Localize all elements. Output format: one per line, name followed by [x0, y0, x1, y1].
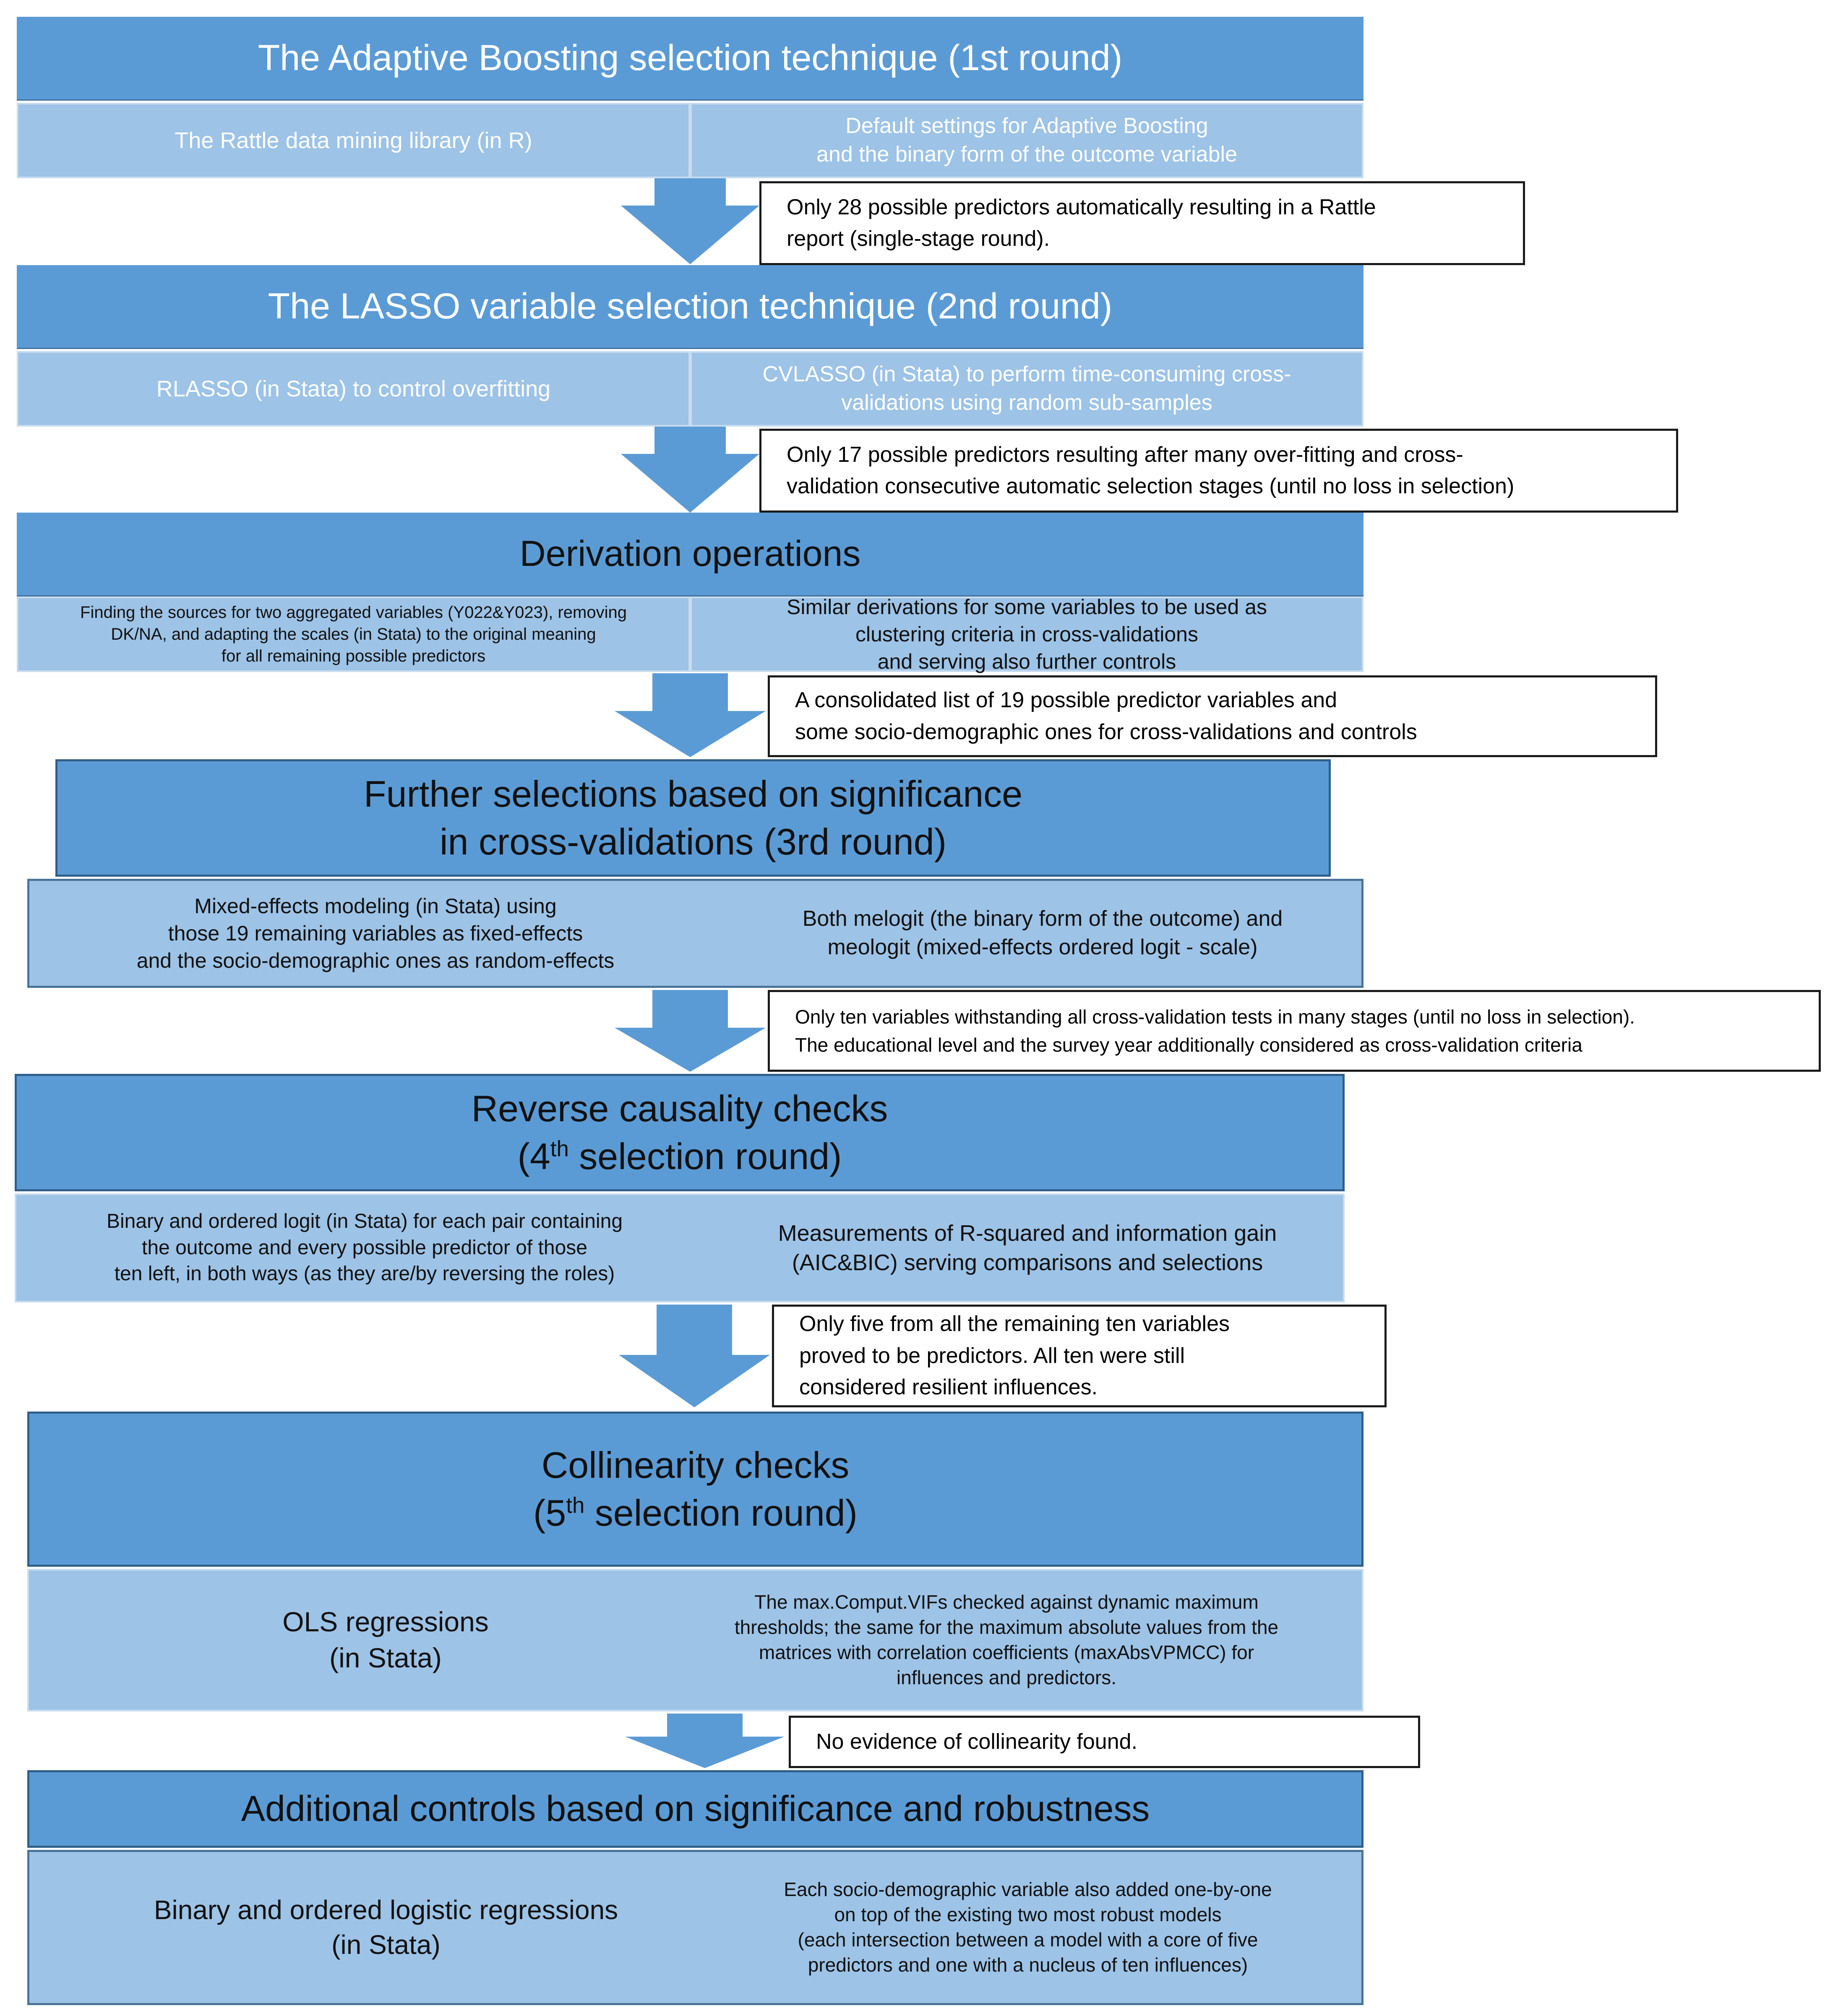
- derivation-title: Derivation operations: [519, 533, 861, 574]
- round3-header: Further selections based on significance…: [55, 759, 1331, 877]
- round5-title-line-2: (5th selection round): [533, 1492, 858, 1534]
- round5-note-line-1: No evidence of collinearity found.: [816, 1729, 1138, 1754]
- round1-note-line-1: Only 28 possible predictors automaticall…: [787, 195, 1376, 219]
- round1-note-line-2: report (single-stage round).: [787, 227, 1050, 251]
- round4-right-line-2: (AIC&BIC) serving comparisons and select…: [792, 1250, 1263, 1275]
- derivation-right-line-3: and serving also further controls: [877, 649, 1176, 673]
- round4-header: Reverse causality checks (4th selection …: [15, 1074, 1345, 1191]
- down-arrow-5: [619, 1305, 770, 1407]
- down-arrow-1: [621, 178, 759, 264]
- round5-left-line-1: OLS regressions: [282, 1606, 489, 1638]
- down-arrow-3: [615, 673, 766, 757]
- round4-title-line-2: (4th selection round): [517, 1136, 842, 1177]
- derivation-note-line-2: some socio-demographic ones for cross-va…: [795, 719, 1417, 744]
- round3-right-text: Both melogit (the binary form of the out…: [722, 881, 1364, 986]
- round4-note: Only five from all the remaining ten var…: [772, 1305, 1387, 1407]
- round2-left-box: RLASSO (in Stata) to control overfitting: [17, 351, 690, 427]
- derivation-left-line-1: Finding the sources for two aggregated v…: [80, 603, 627, 622]
- round5-header: Collinearity checks (5th selection round…: [27, 1412, 1364, 1567]
- round3-right-line-1: Both melogit (the binary form of the out…: [802, 906, 1283, 931]
- round5-right-line-4: influences and predictors.: [896, 1666, 1117, 1688]
- derivation-header: Derivation operations: [17, 513, 1364, 596]
- round5-left-line-2: (in Stata): [329, 1642, 442, 1673]
- round3-title-line-1: Further selections based on significance: [363, 773, 1023, 815]
- round4-right-line-1: Measurements of R-squared and informatio…: [778, 1220, 1277, 1246]
- round3-title-line-2: in cross-validations (3rd round): [439, 821, 947, 862]
- round1-header: The Adaptive Boosting selection techniqu…: [17, 17, 1364, 101]
- additional-right-line-3: (each intersection between a model with …: [798, 1929, 1258, 1951]
- down-arrow-4: [615, 990, 766, 1072]
- round5-body: OLS regressions (in Stata) The max.Compu…: [27, 1569, 1364, 1711]
- additional-right-line-1: Each socio-demographic variable also add…: [784, 1878, 1272, 1901]
- derivation-right-box: Similar derivations for some variables t…: [690, 595, 1364, 673]
- round2-right-line-1: CVLASSO (in Stata) to perform time-consu…: [762, 362, 1291, 387]
- round2-note-line-1: Only 17 possible predictors resulting af…: [787, 442, 1463, 467]
- round3-note-line-1: Only ten variables withstanding all cros…: [795, 1005, 1635, 1028]
- round3-note: Only ten variables withstanding all cros…: [768, 990, 1821, 1072]
- round4-note-line-2: proved to be predictors. All ten were st…: [799, 1343, 1185, 1368]
- additional-header: Additional controls based on significanc…: [27, 1770, 1364, 1848]
- round2-title: The LASSO variable selection technique (…: [268, 286, 1113, 326]
- additional-right-line-4: predictors and one with a nucleus of ten…: [808, 1953, 1248, 1976]
- round2-right-box: CVLASSO (in Stata) to perform time-consu…: [690, 351, 1364, 427]
- round4-left-line-3: ten left, in both ways (as they are/by r…: [114, 1263, 615, 1285]
- additional-left-line-2: (in Stata): [331, 1930, 441, 1960]
- round3-left-line-3: and the socio-demographic ones as random…: [136, 948, 615, 972]
- round1-right-line-1: Default settings for Adaptive Boosting: [845, 114, 1208, 138]
- derivation-right-line-2: clustering criteria in cross-validations: [855, 622, 1198, 646]
- round1-right-box: Default settings for Adaptive Boosting a…: [690, 103, 1364, 178]
- derivation-left-box: Finding the sources for two aggregated v…: [17, 596, 690, 672]
- round5-right-line-3: matrices with correlation coefficients (…: [759, 1641, 1254, 1663]
- round3-right-line-2: meologit (mixed-effects ordered logit - …: [827, 935, 1258, 959]
- additional-body: Binary and ordered logistic regressions …: [27, 1850, 1364, 2005]
- round4-left-line-2: the outcome and every possible predictor…: [142, 1236, 587, 1259]
- additional-right-line-2: on top of the existing two most robust m…: [834, 1904, 1222, 1926]
- additional-title: Additional controls based on significanc…: [241, 1788, 1150, 1829]
- round4-left-line-1: Binary and ordered logit (in Stata) for …: [106, 1210, 623, 1233]
- derivation-note-line-1: A consolidated list of 19 possible predi…: [795, 688, 1337, 713]
- down-arrow-2: [621, 427, 759, 513]
- round5-title-line-1: Collinearity checks: [541, 1444, 850, 1486]
- round2-left-text: RLASSO (in Stata) to control overfitting: [156, 376, 551, 401]
- round2-right-line-2: validations using random sub-samples: [841, 391, 1212, 415]
- round4-body: Binary and ordered logit (in Stata) for …: [15, 1193, 1345, 1302]
- round4-title-line-1: Reverse causality checks: [471, 1087, 888, 1129]
- additional-left-text: Binary and ordered logistic regressions …: [29, 1852, 743, 2003]
- additional-left-line-1: Binary and ordered logistic regressions: [154, 1894, 618, 1925]
- round3-note-line-2: The educational level and the survey yea…: [795, 1034, 1583, 1056]
- round1-right-line-2: and the binary form of the outcome varia…: [816, 142, 1237, 167]
- derivation-left-line-3: for all remaining possible predictors: [221, 647, 486, 665]
- round5-note: No evidence of collinearity found.: [789, 1716, 1420, 1768]
- round3-left-text: Mixed-effects modeling (in Stata) using …: [29, 881, 722, 986]
- round2-header: The LASSO variable selection technique (…: [17, 265, 1364, 349]
- round5-right-text: The max.Comput.VIFs checked against dyna…: [650, 1571, 1363, 1710]
- round4-left-text: Binary and ordered logit (in Stata) for …: [16, 1195, 713, 1301]
- down-arrow-6: [625, 1714, 785, 1768]
- round5-left-text: OLS regressions (in Stata): [29, 1571, 742, 1710]
- round1-note: Only 28 possible predictors automaticall…: [759, 181, 1525, 265]
- round1-left-box: The Rattle data mining library (in R): [17, 103, 690, 178]
- round1-left-text: The Rattle data mining library (in R): [175, 128, 532, 153]
- round4-right-text: Measurements of R-squared and informatio…: [713, 1195, 1342, 1301]
- derivation-note: A consolidated list of 19 possible predi…: [768, 675, 1657, 757]
- round4-note-line-3: considered resilient influences.: [799, 1375, 1098, 1400]
- round5-right-line-2: thresholds; the same for the maximum abs…: [734, 1616, 1279, 1638]
- round3-left-line-2: those 19 remaining variables as fixed-ef…: [168, 921, 583, 945]
- round2-note-line-2: validation consecutive automatic selecti…: [787, 474, 1515, 498]
- round5-right-line-1: The max.Comput.VIFs checked against dyna…: [754, 1591, 1259, 1613]
- round1-title: The Adaptive Boosting selection techniqu…: [258, 37, 1123, 78]
- additional-right-text: Each socio-demographic variable also add…: [692, 1852, 1364, 2003]
- round2-note: Only 17 possible predictors resulting af…: [759, 429, 1678, 513]
- derivation-right-line-1: Similar derivations for some variables t…: [787, 595, 1267, 619]
- derivation-left-line-2: DK/NA, and adapting the scales (in Stata…: [111, 625, 596, 643]
- round3-left-line-1: Mixed-effects modeling (in Stata) using: [194, 894, 557, 918]
- round3-body: Mixed-effects modeling (in Stata) using …: [27, 879, 1364, 988]
- round4-note-line-1: Only five from all the remaining ten var…: [799, 1312, 1230, 1336]
